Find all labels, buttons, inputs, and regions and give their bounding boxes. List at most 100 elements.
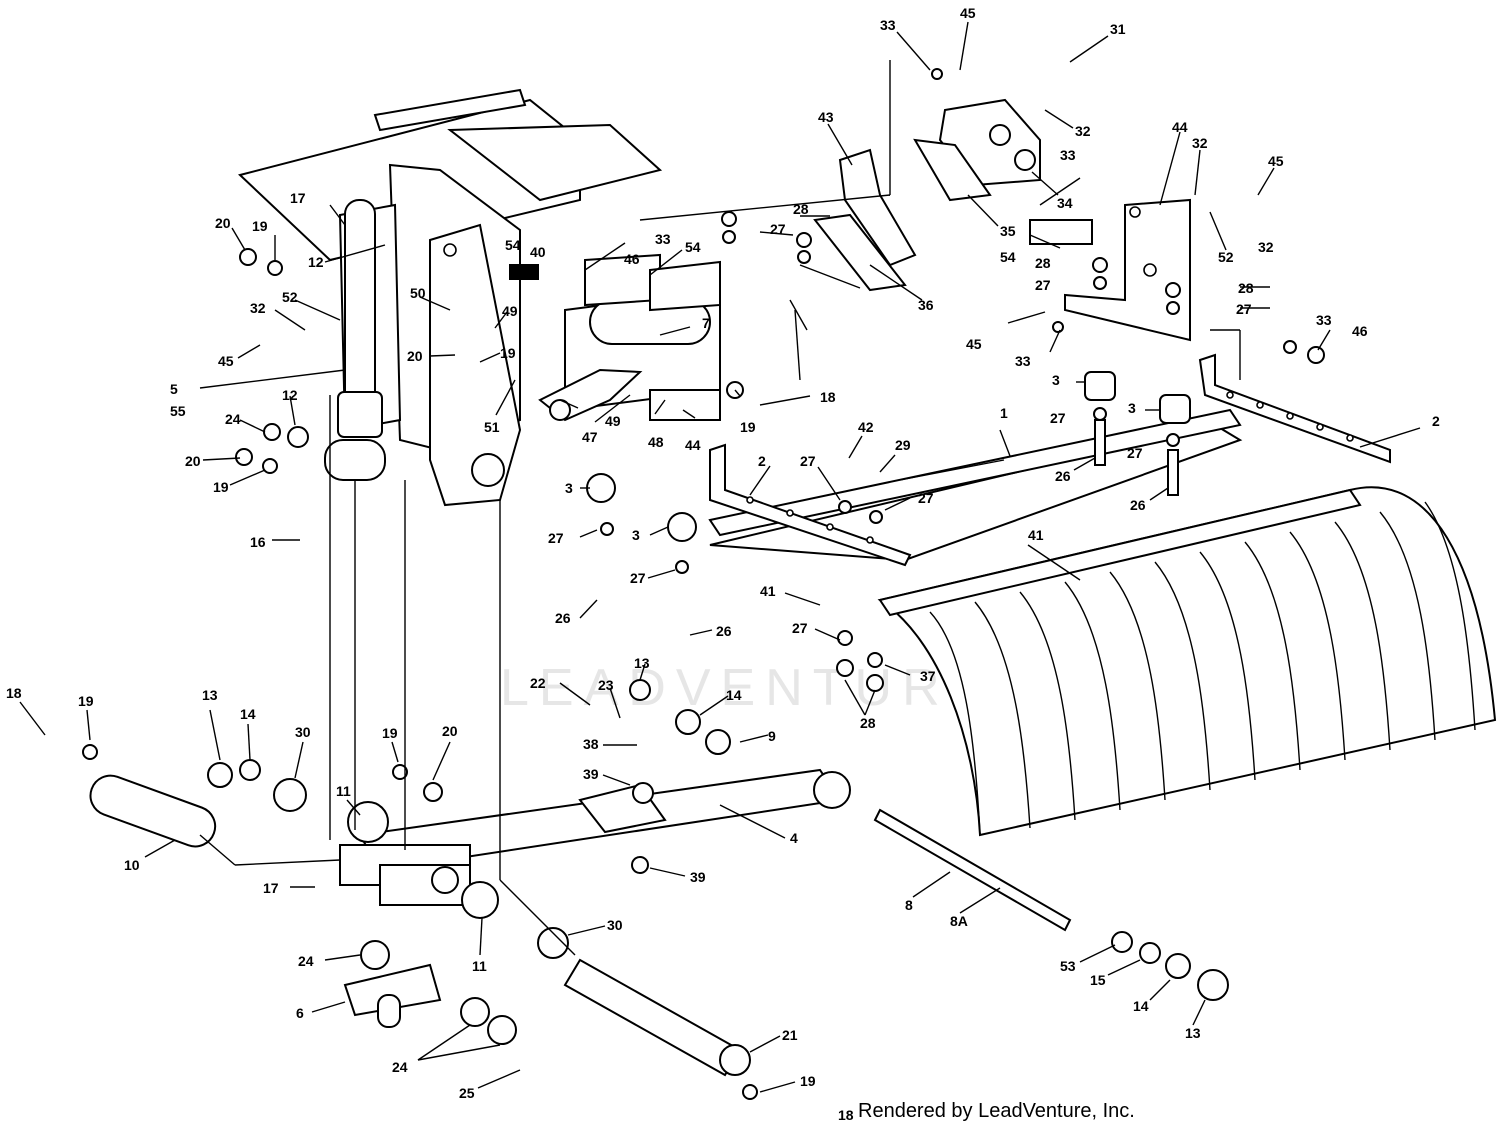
callout-53: 53 bbox=[1060, 958, 1076, 974]
callout-30: 30 bbox=[607, 917, 623, 933]
callout-19: 19 bbox=[500, 345, 516, 361]
callout-36: 36 bbox=[918, 297, 934, 313]
callout-5: 5 bbox=[170, 381, 178, 397]
callout-41: 41 bbox=[1028, 527, 1044, 543]
callout-54: 54 bbox=[505, 237, 521, 253]
callout-11: 11 bbox=[336, 783, 351, 799]
callout-28: 28 bbox=[1238, 280, 1254, 296]
plow-blade bbox=[877, 486, 1497, 837]
callout-52: 52 bbox=[1218, 249, 1234, 265]
callout-20: 20 bbox=[185, 453, 201, 469]
callout-19: 19 bbox=[213, 479, 229, 495]
callout-19: 19 bbox=[78, 693, 94, 709]
callout-12: 12 bbox=[308, 254, 324, 270]
callout-3: 3 bbox=[565, 480, 573, 496]
callout-24: 24 bbox=[392, 1059, 408, 1075]
callout-19: 19 bbox=[382, 725, 398, 741]
callout-39: 39 bbox=[583, 766, 599, 782]
callout-29: 29 bbox=[895, 437, 911, 453]
callout-18: 18 bbox=[838, 1107, 854, 1123]
callout-51: 51 bbox=[484, 419, 500, 435]
callout-33: 33 bbox=[880, 17, 896, 33]
callout-18: 18 bbox=[6, 685, 22, 701]
callout-26: 26 bbox=[1130, 497, 1146, 513]
callout-19: 19 bbox=[252, 218, 268, 234]
callout-26: 26 bbox=[555, 610, 571, 626]
callout-2: 2 bbox=[758, 453, 766, 469]
bracket-6 bbox=[343, 963, 442, 1028]
callout-27: 27 bbox=[770, 221, 786, 237]
callout-2: 2 bbox=[1432, 413, 1440, 429]
callout-45: 45 bbox=[1268, 153, 1284, 169]
callout-18: 18 bbox=[820, 389, 836, 405]
callout-45: 45 bbox=[960, 5, 976, 21]
callout-54: 54 bbox=[685, 239, 701, 255]
callout-3: 3 bbox=[632, 527, 640, 543]
callout-12: 12 bbox=[282, 387, 298, 403]
pivot-pin-10 bbox=[89, 774, 217, 848]
callout-44: 44 bbox=[1172, 119, 1188, 135]
callout-4: 4 bbox=[790, 830, 798, 846]
callout-25: 25 bbox=[459, 1085, 475, 1101]
callout-20: 20 bbox=[442, 723, 458, 739]
callout-24: 24 bbox=[298, 953, 314, 969]
callout-26: 26 bbox=[1055, 468, 1071, 484]
callout-54: 54 bbox=[1000, 249, 1016, 265]
watermark: LEADVENTURE bbox=[500, 659, 994, 717]
callout-13: 13 bbox=[634, 655, 650, 671]
callouts: 33 45 31 32 33 34 35 36 43 44 32 45 52 3… bbox=[6, 5, 1440, 1123]
mount-bracket-right bbox=[1029, 198, 1191, 496]
strap-bar-right bbox=[1198, 353, 1391, 464]
callout-3: 3 bbox=[1128, 400, 1136, 416]
callout-22: 22 bbox=[530, 675, 546, 691]
callout-28: 28 bbox=[860, 715, 876, 731]
callout-45: 45 bbox=[218, 353, 234, 369]
callout-32: 32 bbox=[1075, 123, 1091, 139]
callout-40: 40 bbox=[530, 244, 546, 260]
callout-27: 27 bbox=[800, 453, 816, 469]
callout-38: 38 bbox=[583, 736, 599, 752]
callout-17: 17 bbox=[290, 190, 306, 206]
render-credit: Rendered by LeadVenture, Inc. bbox=[858, 1100, 1135, 1122]
callout-26: 26 bbox=[716, 623, 732, 639]
callout-16: 16 bbox=[250, 534, 266, 550]
callout-21: 21 bbox=[782, 1027, 798, 1043]
callout-32: 32 bbox=[1258, 239, 1274, 255]
callout-13: 13 bbox=[1185, 1025, 1201, 1041]
callout-27: 27 bbox=[630, 570, 646, 586]
callout-47: 47 bbox=[582, 429, 598, 445]
callout-42: 42 bbox=[858, 419, 874, 435]
callout-33: 33 bbox=[1316, 312, 1332, 328]
callout-48: 48 bbox=[648, 434, 664, 450]
callout-23: 23 bbox=[598, 677, 614, 693]
callout-28: 28 bbox=[1035, 255, 1051, 271]
leader-lines bbox=[19, 21, 1421, 1093]
callout-11: 11 bbox=[472, 958, 487, 974]
callout-49: 49 bbox=[502, 303, 518, 319]
callout-35: 35 bbox=[1000, 223, 1016, 239]
callout-6: 6 bbox=[296, 1005, 304, 1021]
callout-27: 27 bbox=[1050, 410, 1066, 426]
callout-27: 27 bbox=[1035, 277, 1051, 293]
callout-50: 50 bbox=[410, 285, 426, 301]
callout-27: 27 bbox=[792, 620, 808, 636]
callout-15: 15 bbox=[1090, 972, 1106, 988]
callout-27: 27 bbox=[918, 490, 934, 506]
cross-bar bbox=[339, 768, 851, 906]
callout-27: 27 bbox=[548, 530, 564, 546]
callout-44: 44 bbox=[685, 437, 701, 453]
callout-1: 1 bbox=[1000, 405, 1008, 421]
tie-rod-21 bbox=[563, 958, 751, 1077]
callout-32: 32 bbox=[1192, 135, 1208, 151]
callout-20: 20 bbox=[407, 348, 423, 364]
callout-32: 32 bbox=[250, 300, 266, 316]
lift-frame bbox=[237, 88, 663, 507]
callout-45: 45 bbox=[966, 336, 982, 352]
callout-52: 52 bbox=[282, 289, 298, 305]
callout-20: 20 bbox=[215, 215, 231, 231]
callout-37: 37 bbox=[920, 668, 936, 684]
axle-shaft-8 bbox=[873, 808, 1072, 932]
lift-link-plate bbox=[538, 253, 721, 422]
callout-14: 14 bbox=[1133, 998, 1149, 1014]
